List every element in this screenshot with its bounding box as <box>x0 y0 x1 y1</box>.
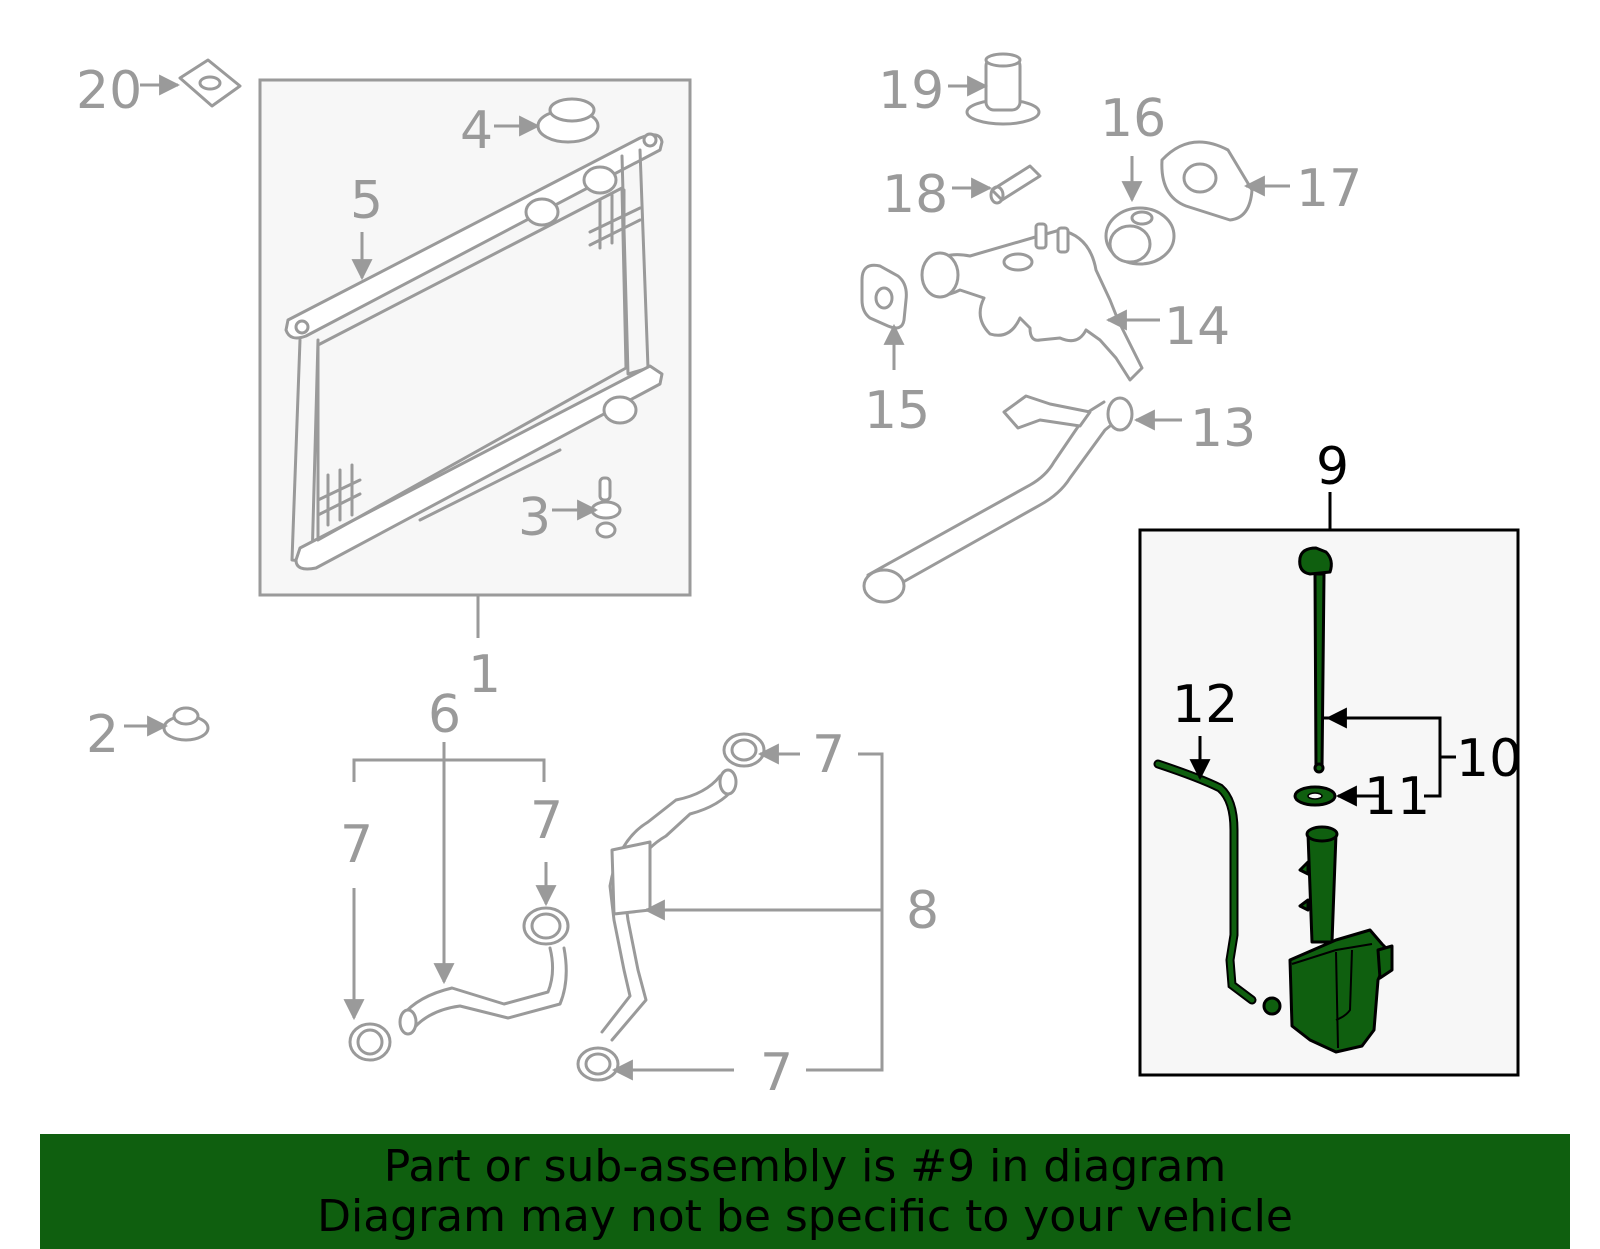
callout-20: 20 <box>76 61 142 121</box>
callout-8: 8 <box>906 881 939 941</box>
thermostat-16 <box>1104 206 1176 266</box>
callout-18: 18 <box>882 165 948 225</box>
callout-11: 11 <box>1364 767 1430 827</box>
hose-clamp-7b <box>522 906 570 946</box>
seal-ring-11 <box>1293 785 1337 807</box>
callout-13: 13 <box>1190 399 1256 459</box>
hose-clamp-7c <box>722 732 766 768</box>
callout-5: 5 <box>350 171 383 231</box>
callout-2: 2 <box>86 705 119 765</box>
callout-3: 3 <box>518 488 551 548</box>
gasket-20 <box>178 58 242 108</box>
hose-clamp-7d <box>576 1046 620 1082</box>
hose-clamp-7a <box>348 1022 392 1062</box>
banner-line-1: Part or sub-assembly is #9 in diagram <box>383 1140 1227 1192</box>
callout-17: 17 <box>1296 159 1362 219</box>
callout-15: 15 <box>864 381 930 441</box>
mount-bushing-2 <box>162 706 210 742</box>
callout-9: 9 <box>1316 437 1349 497</box>
overflow-hose-12 <box>1153 759 1282 1016</box>
callout-6: 6 <box>428 685 461 745</box>
housing-cover-17 <box>1160 140 1254 222</box>
sensor-18 <box>989 164 1042 205</box>
callout-7b: 7 <box>530 791 563 851</box>
callout-10: 10 <box>1456 729 1522 789</box>
reservoir-cap-10 <box>1298 546 1333 774</box>
callout-12: 12 <box>1172 675 1238 735</box>
callout-19: 19 <box>878 61 944 121</box>
callout-7c: 7 <box>812 725 845 785</box>
water-outlet-14 <box>920 222 1144 382</box>
notice-banner: Part or sub-assembly is #9 in diagram Di… <box>40 1134 1570 1249</box>
callout-14: 14 <box>1164 297 1230 357</box>
banner-line-2: Diagram may not be specific to your vehi… <box>317 1190 1293 1242</box>
callout-7a: 7 <box>340 815 373 875</box>
callout-16: 16 <box>1100 89 1166 149</box>
callout-7d: 7 <box>760 1043 793 1103</box>
callout-1: 1 <box>468 645 501 705</box>
callout-4: 4 <box>460 101 493 161</box>
water-pipe-13 <box>862 394 1134 604</box>
drain-plug <box>590 476 622 539</box>
cap-19 <box>965 52 1041 126</box>
coolant-reservoir-tank <box>1288 825 1394 1054</box>
upper-hose-8 <box>600 768 738 1042</box>
gasket-15 <box>860 263 908 330</box>
radiator-core <box>284 132 664 571</box>
lower-hose-6 <box>398 946 568 1036</box>
